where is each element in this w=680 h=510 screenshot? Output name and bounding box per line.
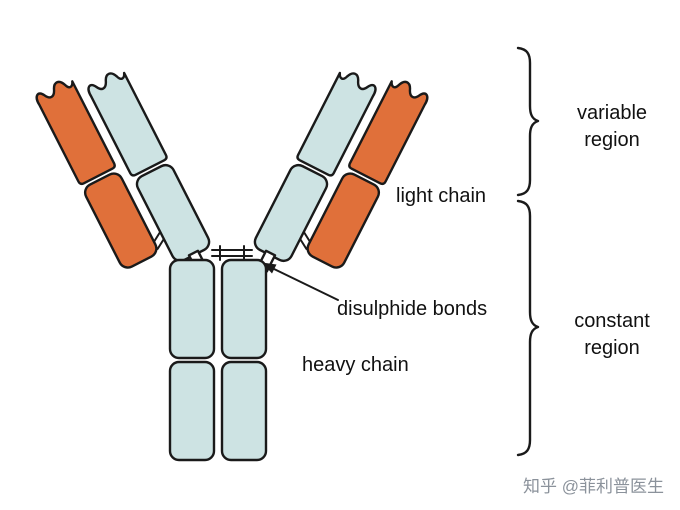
constant-region-label-line2: region bbox=[584, 337, 640, 359]
stem-segment bbox=[220, 360, 268, 462]
heavy-chain-label: heavy chain bbox=[302, 354, 409, 376]
light-chain-label: light chain bbox=[396, 185, 487, 207]
stem-segment bbox=[168, 258, 216, 360]
variable-region-label-line2: region bbox=[584, 129, 640, 151]
heavy-chain-stem bbox=[168, 258, 268, 462]
disulphide-bonds-arrow bbox=[262, 262, 339, 301]
variable-region-brace bbox=[516, 46, 540, 197]
disulphide-bonds-label: disulphide bonds bbox=[337, 298, 488, 320]
hinge-disulphide-bonds bbox=[211, 245, 253, 261]
constant-region-label: constant region bbox=[550, 308, 674, 362]
constant-region-label-line1: constant bbox=[574, 310, 650, 332]
stem-segment bbox=[168, 360, 216, 462]
arrow-line bbox=[271, 267, 339, 301]
watermark: 知乎 @菲利普医生 bbox=[523, 477, 664, 496]
constant-region-brace bbox=[516, 199, 540, 457]
variable-region-label-line1: variable bbox=[576, 102, 648, 124]
right-arm bbox=[243, 52, 432, 303]
variable-region-label: variable region bbox=[550, 100, 674, 154]
arrow-head bbox=[262, 262, 277, 274]
stem-segment bbox=[220, 258, 268, 360]
